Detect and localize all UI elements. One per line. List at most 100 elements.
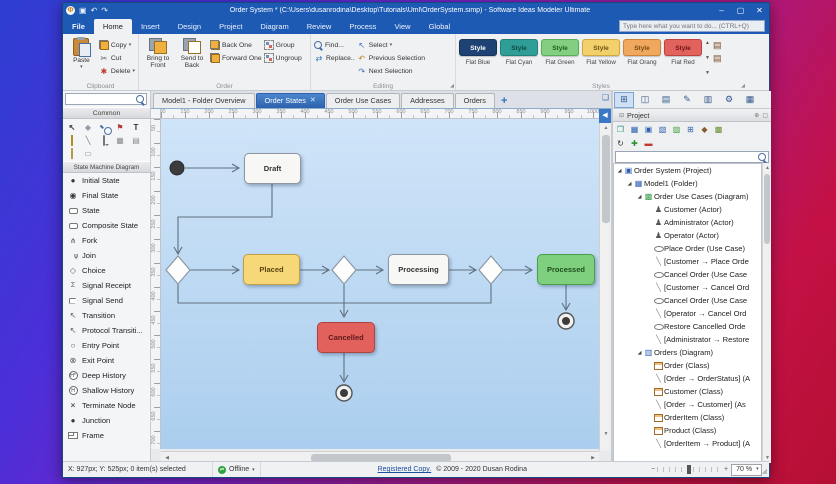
horizontal-scrollbar[interactable]: ◀ ▶	[161, 451, 599, 463]
ribbon-tab-view[interactable]: View	[394, 22, 411, 31]
zoom-slider[interactable]	[657, 465, 722, 474]
tree-item-order-customer-as[interactable]: ╲[Order → Customer] (As	[614, 398, 761, 411]
scroll-left-icon[interactable]: ◀	[165, 455, 169, 461]
project-tool-add-item[interactable]: ✚	[629, 138, 640, 149]
project-tool-add-diagram[interactable]: ▣	[643, 124, 654, 135]
toolbox-section-state-machine[interactable]: State Machine Diagram	[63, 161, 150, 173]
project-tool-add-folder[interactable]: ▦	[629, 124, 640, 135]
tool-callout[interactable]	[98, 134, 110, 146]
tool-folder[interactable]	[66, 147, 78, 159]
initial-state-node[interactable]	[169, 160, 185, 176]
vertical-scroll-thumb[interactable]	[602, 135, 610, 223]
choice-node[interactable]	[478, 255, 504, 285]
state-cancelled[interactable]: Cancelled	[317, 322, 375, 353]
tree-item-order-system-project[interactable]: ◢▣Order System (Project)	[614, 164, 761, 177]
tool-exit-point[interactable]: ⊗Exit Point	[63, 353, 150, 368]
expand-icon[interactable]: ◢	[637, 349, 642, 356]
ribbon-tab-file[interactable]: File	[72, 22, 85, 31]
tree-item-orders-diagram[interactable]: ◢▥Orders (Diagram)	[614, 346, 761, 359]
ribbon-tab-review[interactable]: Review	[306, 22, 332, 31]
tool-composite-state[interactable]: Composite State	[63, 218, 150, 233]
expand-icon[interactable]: ◢	[617, 167, 622, 174]
project-tool-show-tags[interactable]: ▩	[713, 124, 724, 135]
panel-tab-project-tree[interactable]: ⊞	[614, 91, 634, 108]
tree-item-administrator-restore[interactable]: ╲[Administrator → Restore	[614, 333, 761, 346]
style-editor-icon[interactable]: ▤	[712, 53, 722, 63]
panel-tab-document[interactable]: ▤	[656, 92, 676, 108]
style-swatch-flat-red[interactable]: Style	[664, 39, 702, 56]
panel-tab-catalog[interactable]: ▥	[698, 92, 718, 108]
transition-connector[interactable]	[173, 184, 273, 256]
state-processing[interactable]: Processing	[388, 254, 449, 285]
close-tab-icon[interactable]: ✕	[309, 97, 316, 104]
panel-splitter[interactable]	[611, 91, 613, 463]
style-gallery-scroll[interactable]: ▲▼▼	[704, 36, 711, 80]
zoom-out-icon[interactable]: −	[650, 466, 656, 473]
find-button[interactable]: Find...	[314, 39, 355, 51]
add-tab-button[interactable]: +	[500, 95, 508, 107]
tree-scroll-down-icon[interactable]: ▼	[765, 455, 770, 461]
undo-icon[interactable]: ↶	[90, 6, 98, 15]
forward-one-button[interactable]: Forward One	[210, 52, 262, 64]
tool-initial-state[interactable]: ●Initial State	[63, 173, 150, 188]
toolbox-section-common[interactable]: Common	[63, 107, 150, 119]
tree-scroll-thumb[interactable]	[764, 174, 770, 244]
ribbon-search-input[interactable]	[619, 20, 765, 32]
panel-tab-diagram-list[interactable]: ◫	[635, 92, 655, 108]
final-state-node[interactable]	[557, 312, 575, 330]
tree-item-model1-folder[interactable]: ◢▦Model1 (Folder)	[614, 177, 761, 190]
project-tool-new-window[interactable]: ❐	[615, 124, 626, 135]
tree-item-order-orderstatus-a[interactable]: ╲[Order → OrderStatus] (A	[614, 372, 761, 385]
tree-scroll-up-icon[interactable]: ▲	[765, 165, 770, 171]
close-button[interactable]: ✕	[756, 6, 763, 15]
vertical-scrollbar[interactable]: ◀ ▲ ▼	[599, 109, 611, 451]
popout-icon[interactable]: ▢	[762, 112, 768, 119]
tree-item-orderitem-product-a[interactable]: ╲[OrderItem → Product] (A	[614, 437, 761, 450]
document-tab-order-states[interactable]: Order States✕	[255, 93, 325, 108]
tree-item-administrator-actor[interactable]: ♟Administrator (Actor)	[614, 216, 761, 229]
project-tool-add-element[interactable]: ▧	[657, 124, 668, 135]
choice-node[interactable]	[165, 255, 191, 285]
paste-button[interactable]: Paste ▾	[66, 36, 97, 80]
panel-tab-options[interactable]: ⚙	[719, 92, 739, 108]
tree-item-customer-cancel-ord[interactable]: ╲[Customer → Cancel Ord	[614, 281, 761, 294]
pin-icon[interactable]: ⊕	[754, 112, 760, 119]
tool-text[interactable]: T	[130, 121, 142, 133]
float-tab-icon[interactable]: ❏	[601, 93, 609, 102]
bring-to-front-button[interactable]: Bring to Front	[142, 36, 174, 80]
project-tool-show-relations[interactable]: ⊞	[685, 124, 696, 135]
state-placed[interactable]: Placed	[243, 254, 300, 285]
toolbox-search-input[interactable]	[65, 93, 147, 105]
tree-item-order-use-cases-diagram[interactable]: ◢▩Order Use Cases (Diagram)	[614, 190, 761, 203]
ribbon-tab-project[interactable]: Project	[219, 22, 243, 31]
style-swatch-flat-green[interactable]: Style	[541, 39, 579, 56]
style-swatch-flat-orang[interactable]: Style	[623, 39, 661, 56]
scroll-down-icon[interactable]: ▼	[603, 431, 609, 437]
ribbon-tab-diagram[interactable]: Diagram	[260, 22, 289, 31]
tree-item-operator-cancel-ord[interactable]: ╲[Operator → Cancel Ord	[614, 307, 761, 320]
zoom-slider-thumb[interactable]	[687, 465, 692, 474]
connection-status[interactable]: ⇄ Offline ▾	[213, 462, 261, 477]
group-button[interactable]: Group	[263, 39, 302, 51]
tool-container[interactable]: ▭	[82, 147, 94, 159]
editing-dialog-launcher-icon[interactable]: ◢	[450, 83, 454, 89]
project-search-input[interactable]	[615, 151, 769, 163]
tool-protocol-transiti[interactable]: ↖Protocol Transiti...	[63, 323, 150, 338]
document-tab-orders[interactable]: Orders	[454, 93, 495, 108]
previous-selection-button[interactable]: ↶Previous Selection	[358, 53, 426, 63]
ribbon-tab-global[interactable]: Global	[428, 22, 451, 31]
style-set-icon[interactable]: ▤	[712, 40, 722, 50]
ungroup-button[interactable]: Ungroup	[263, 52, 302, 64]
tree-item-product-class[interactable]: Product (Class)	[614, 424, 761, 437]
project-tool-show-fields[interactable]: ◆	[699, 124, 710, 135]
collapse-right-icon[interactable]: ◀	[599, 109, 611, 123]
style-swatch-flat-yellow[interactable]: Style	[582, 39, 620, 56]
tool-final-state[interactable]: ◉Final State	[63, 188, 150, 203]
window-titlebar[interactable]: Ф ▣ ↶ ↷ Order System * (C:\Users\dusanro…	[63, 3, 769, 18]
tool-note[interactable]	[66, 134, 78, 146]
